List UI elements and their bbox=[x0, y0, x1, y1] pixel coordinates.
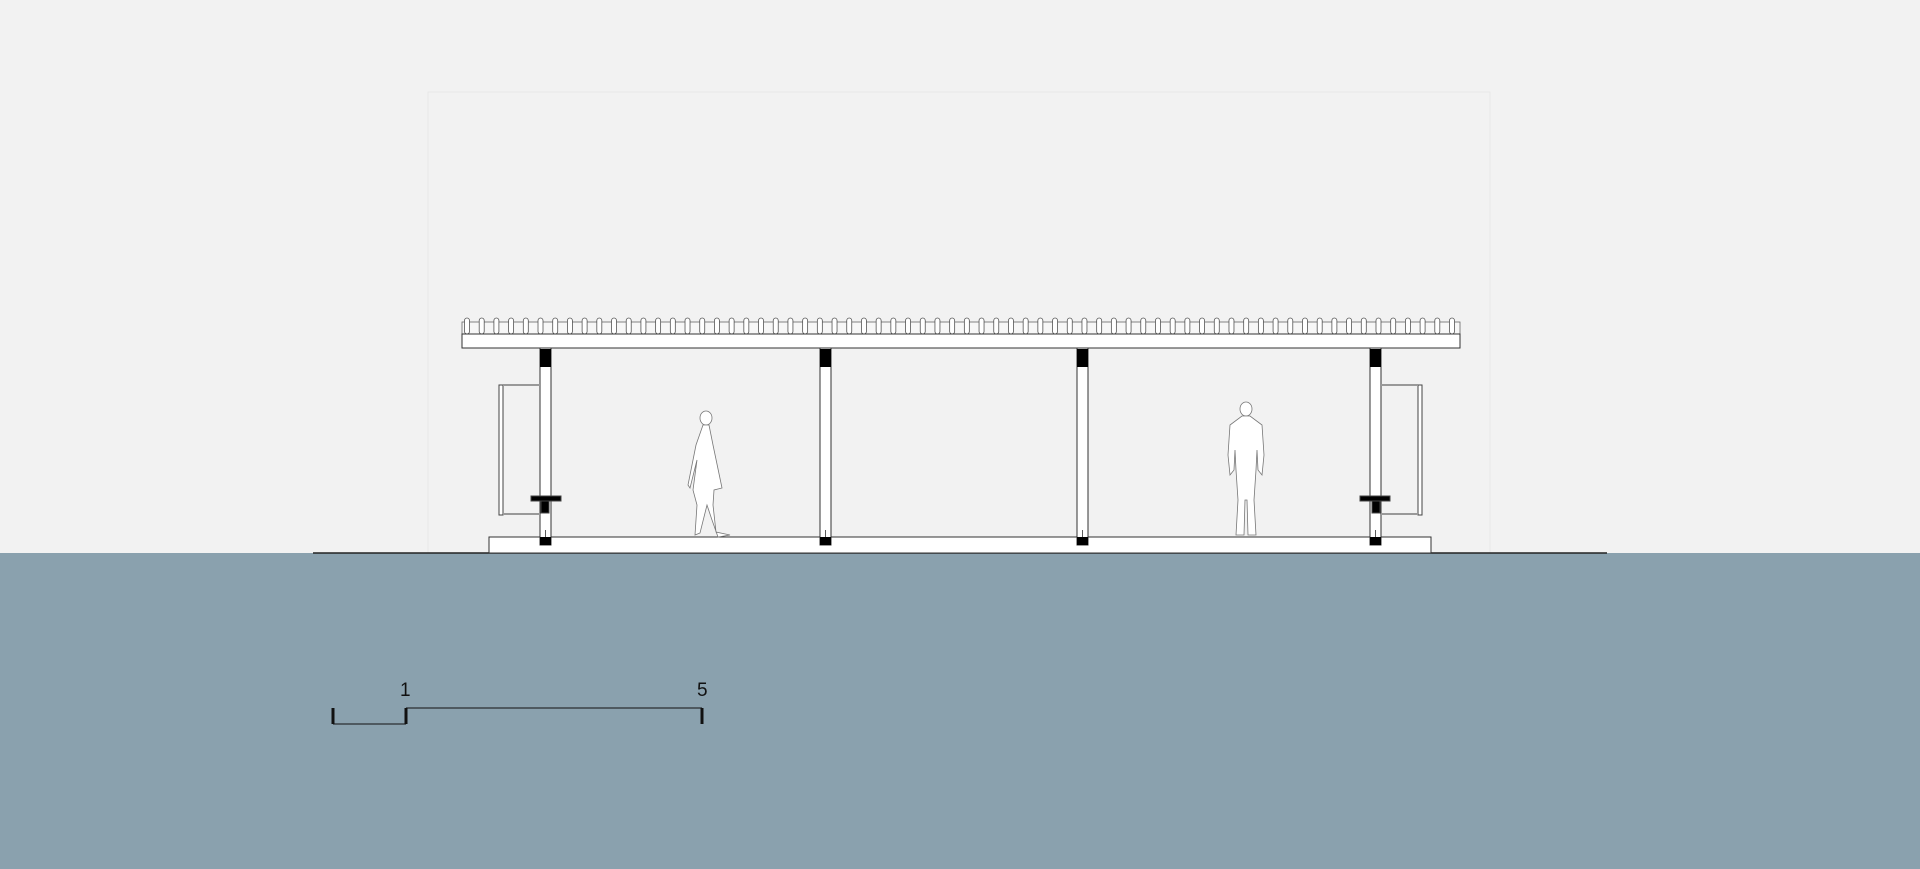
roof-rib bbox=[1110, 317, 1117, 335]
roof-rib bbox=[949, 317, 956, 335]
roof-ribs bbox=[461, 317, 1461, 335]
roof-rib bbox=[464, 317, 470, 335]
roof-rib bbox=[552, 317, 559, 335]
roof-rib bbox=[699, 317, 706, 335]
roof-rib bbox=[1390, 317, 1397, 335]
roof-rib bbox=[919, 317, 926, 335]
roof-rib bbox=[1316, 317, 1323, 335]
roof-rib bbox=[1449, 317, 1455, 335]
roof-rib bbox=[1096, 317, 1103, 335]
roof-rib bbox=[669, 317, 676, 335]
roof-rib bbox=[1081, 317, 1088, 335]
roof-rib bbox=[478, 317, 485, 335]
roof-rib bbox=[1434, 317, 1441, 335]
column bbox=[539, 347, 552, 546]
scale-bar bbox=[331, 707, 704, 725]
roof-rib bbox=[963, 317, 970, 335]
roof-rib bbox=[1228, 317, 1235, 335]
roof-rib bbox=[522, 317, 529, 335]
roof-rib bbox=[1287, 317, 1294, 335]
roof-rib bbox=[875, 317, 882, 335]
roof-rib bbox=[1404, 317, 1411, 335]
roof-rib bbox=[1022, 317, 1029, 335]
roof-rib bbox=[1008, 317, 1014, 335]
column bbox=[1369, 347, 1382, 546]
roof-rib bbox=[861, 317, 867, 335]
seat-left bbox=[498, 384, 562, 516]
roof-rib bbox=[625, 317, 632, 335]
roof-rib bbox=[802, 317, 809, 335]
roof-rib bbox=[567, 317, 573, 335]
roof-rib bbox=[846, 317, 853, 335]
roof-rib bbox=[816, 317, 823, 335]
scale-label-5: 5 bbox=[697, 680, 708, 701]
floor-platform bbox=[488, 536, 1432, 554]
roof-rib bbox=[1272, 317, 1279, 335]
roof-rib bbox=[993, 317, 1000, 335]
roof-rib bbox=[537, 317, 544, 335]
roof-rib bbox=[772, 317, 779, 335]
roof-rib bbox=[684, 317, 691, 335]
columns bbox=[539, 347, 1382, 546]
roof-rib bbox=[655, 317, 662, 335]
roof-rib bbox=[640, 317, 647, 335]
roof-rib bbox=[611, 317, 617, 335]
column bbox=[819, 347, 832, 546]
roof-slab bbox=[461, 333, 1461, 349]
roof-rib bbox=[1375, 317, 1382, 335]
roof-rib bbox=[728, 317, 735, 335]
column bbox=[1076, 347, 1089, 546]
standing-person-figure bbox=[1227, 401, 1265, 536]
seat-right bbox=[1359, 384, 1423, 516]
roof-rib bbox=[1052, 317, 1058, 335]
roof-rib bbox=[743, 317, 750, 335]
ground-section bbox=[0, 553, 1920, 869]
roof-rib bbox=[1066, 317, 1073, 335]
roof-rib bbox=[1331, 317, 1338, 335]
roof-rib bbox=[1243, 317, 1250, 335]
roof-rib bbox=[1346, 317, 1352, 335]
walking-person-figure bbox=[687, 410, 731, 538]
roof-rib bbox=[934, 317, 941, 335]
roof-rib bbox=[1169, 317, 1176, 335]
roof-rib bbox=[978, 317, 985, 335]
roof-rib bbox=[1140, 317, 1147, 335]
roof-rib bbox=[1419, 317, 1426, 335]
roof-rib bbox=[714, 317, 720, 335]
roof-rib bbox=[1302, 317, 1308, 335]
roof-rib bbox=[1184, 317, 1191, 335]
roof-rib bbox=[1213, 317, 1220, 335]
roof-rib bbox=[1199, 317, 1205, 335]
roof-rib bbox=[581, 317, 588, 335]
roof-rib bbox=[1360, 317, 1367, 335]
scale-label-1: 1 bbox=[400, 680, 411, 701]
roof-rib bbox=[831, 317, 838, 335]
roof-rib bbox=[1257, 317, 1264, 335]
roof-rib bbox=[758, 317, 764, 335]
roof-rib bbox=[1155, 317, 1161, 335]
roof-rib bbox=[1125, 317, 1132, 335]
roof-rib bbox=[1037, 317, 1044, 335]
roof-rib bbox=[905, 317, 911, 335]
roof-rib bbox=[493, 317, 500, 335]
roof-rib bbox=[596, 317, 603, 335]
roof-rib bbox=[508, 317, 515, 335]
roof-rib bbox=[787, 317, 794, 335]
roof-rib bbox=[890, 317, 897, 335]
